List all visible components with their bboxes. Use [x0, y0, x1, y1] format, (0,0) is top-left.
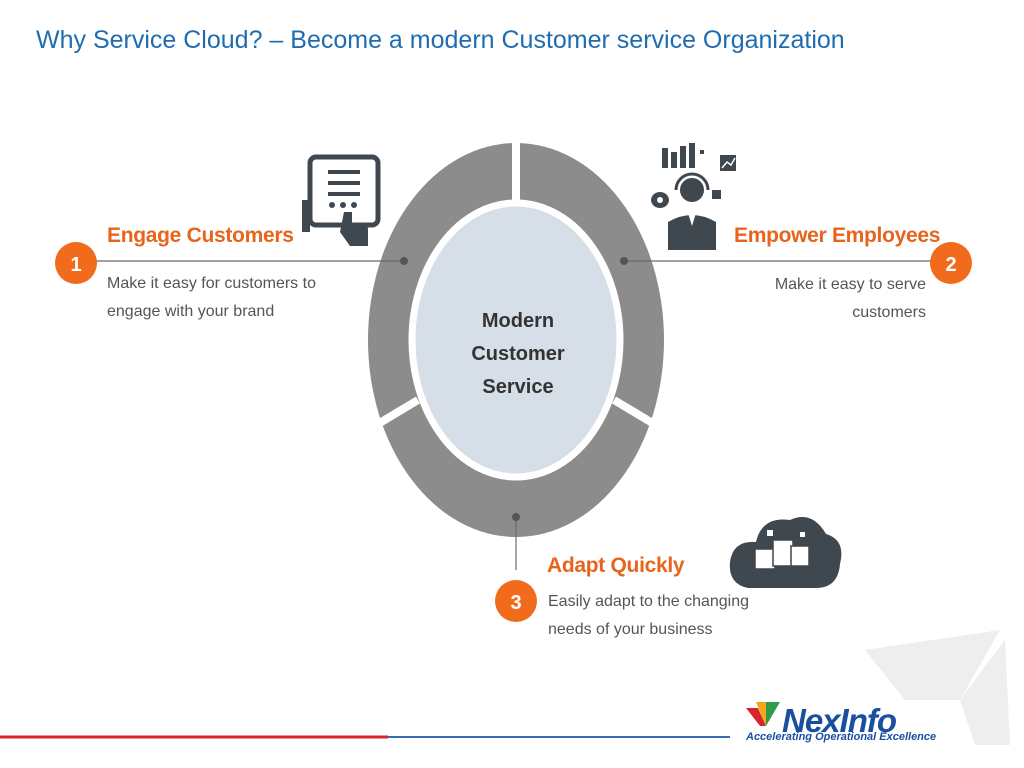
engage-customers-heading: Engage Customers: [107, 224, 294, 247]
connector-lines: [96, 260, 932, 570]
center-label-line: Modern: [481, 310, 555, 332]
center-label-line: Service: [482, 376, 554, 398]
engage-customers-desc-line: Make it easy for customers to: [107, 275, 316, 292]
nexinfo-tagline: Accelerating Operational Excellence: [746, 731, 937, 743]
badge-2: 2: [930, 242, 972, 284]
center-label-line: Customer: [471, 343, 565, 365]
nexinfo-logo-text: NexInfo: [782, 702, 897, 739]
badge-3: 3: [495, 580, 537, 622]
support-agent-icon: [651, 143, 736, 250]
center-disc: [408, 199, 624, 481]
adapt-quickly-heading: Adapt Quickly: [547, 554, 685, 577]
empower-employees-description: Make it easy to serve customers: [706, 271, 926, 327]
watermark-graphic: [865, 630, 1010, 745]
engage-customers-desc-line: engage with your brand: [107, 303, 275, 320]
adapt-quickly-description: Easily adapt to the changing needs of yo…: [548, 588, 788, 644]
badge-1-number: 1: [70, 254, 81, 276]
cloud-boxes-icon: [729, 517, 842, 588]
engage-customers-description: Make it easy for customers to engage wit…: [107, 270, 347, 326]
badge-3-number: 3: [510, 592, 521, 614]
tablet-touch-icon: [302, 154, 381, 246]
adapt-quickly-desc-line: needs of your business: [548, 621, 713, 638]
badge-2-number: 2: [945, 254, 956, 276]
badge-1: 1: [55, 242, 97, 284]
connector-dots: [400, 257, 628, 521]
empower-employees-desc-line: customers: [852, 304, 926, 321]
empower-employees-heading: Empower Employees: [734, 224, 941, 247]
nexinfo-logo-mark: [746, 702, 780, 726]
adapt-quickly-desc-line: Easily adapt to the changing: [548, 593, 750, 610]
empower-employees-desc-line: Make it easy to serve: [774, 276, 926, 293]
slide-title: Why Service Cloud? – Become a modern Cus…: [36, 26, 845, 54]
center-label: Modern Customer Service: [445, 305, 591, 404]
